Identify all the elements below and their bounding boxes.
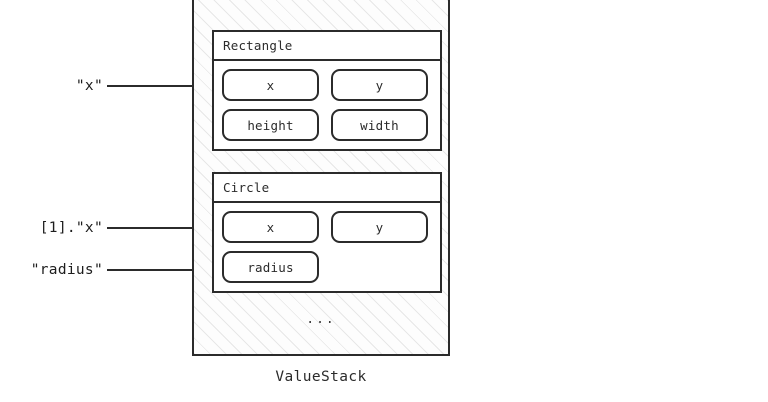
frame-circle-row-1: radius (222, 251, 432, 283)
slot-circle-x[interactable]: x (222, 211, 319, 243)
value-stack-caption: ValueStack (275, 369, 367, 385)
slot-rectangle-height[interactable]: height (222, 109, 319, 141)
slot-circle-y[interactable]: y (331, 211, 428, 243)
annotation-label-rectangle-x: "x" (75, 78, 103, 94)
frame-circle-body: x y radius (214, 203, 440, 291)
value-stack-container: Rectangle x y height width Circle x y (192, 0, 450, 356)
slot-circle-radius[interactable]: radius (222, 251, 319, 283)
stack-ellipsis: ... (306, 312, 336, 327)
frame-rectangle-row-0: x y (222, 69, 432, 101)
slot-rectangle-width[interactable]: width (331, 109, 428, 141)
annotation-label-circle-radius: "radius" (30, 262, 103, 278)
frame-rectangle-title: Rectangle (214, 32, 440, 61)
slot-rectangle-x[interactable]: x (222, 69, 319, 101)
frame-rectangle-row-1: height width (222, 109, 432, 141)
slot-rectangle-y[interactable]: y (331, 69, 428, 101)
frame-rectangle-body: x y height width (214, 61, 440, 149)
frame-circle: Circle x y radius (212, 172, 442, 293)
annotation-label-circle-x: [1]."x" (39, 220, 103, 236)
frame-circle-row-0: x y (222, 211, 432, 243)
frame-rectangle: Rectangle x y height width (212, 30, 442, 151)
frame-circle-title: Circle (214, 174, 440, 203)
